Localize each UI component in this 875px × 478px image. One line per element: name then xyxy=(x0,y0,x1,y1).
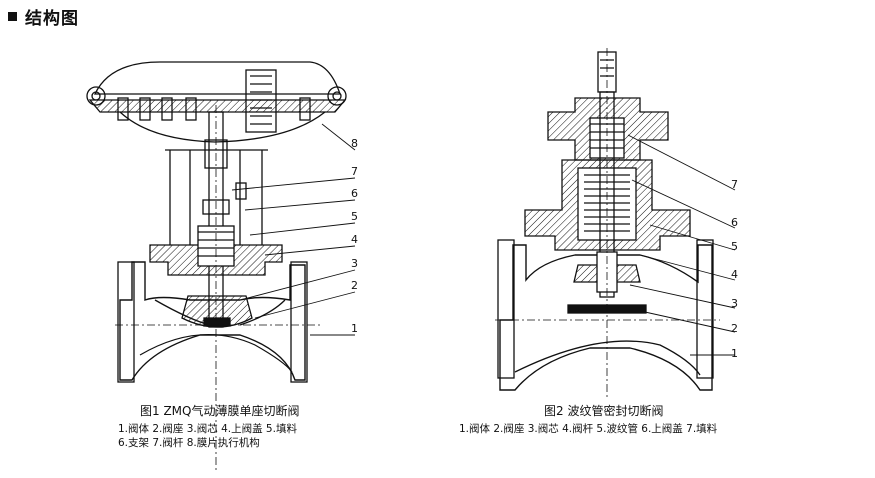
fig1-callout-2: 2 xyxy=(351,279,358,292)
fig1-callout-3: 3 xyxy=(351,257,358,270)
figure2-legend-line1: 1.阀体 2.阀座 3.阀芯 4.阀杆 5.波纹管 6.上阀盖 7.填料 xyxy=(459,423,718,435)
springs xyxy=(245,69,277,133)
yoke xyxy=(165,149,268,245)
fig1-callout-1: 1 xyxy=(351,322,358,335)
fig2-callout-4: 4 xyxy=(731,268,738,281)
fig1-callout-7: 7 xyxy=(351,165,358,178)
figure1-caption: 图1 ZMQ气动薄膜单座切断阀 xyxy=(140,404,300,418)
fig2-valve-body xyxy=(497,239,714,391)
fig2-callout-5: 5 xyxy=(731,240,738,253)
figure1-leaders xyxy=(231,123,356,336)
figure2-leaders xyxy=(627,134,736,356)
actuator-case xyxy=(86,61,347,143)
square-bullet-icon xyxy=(8,12,17,21)
fig2-bonnet xyxy=(524,159,691,251)
fig2-callout-1: 1 xyxy=(731,347,738,360)
fig1-callout-5: 5 xyxy=(351,210,358,223)
figure1-legend-line2: 6.支架 7.阀杆 8.膜片执行机构 xyxy=(118,437,260,449)
fig1-callout-4: 4 xyxy=(351,233,358,246)
figure2-caption: 图2 波纹管密封切断阀 xyxy=(544,404,664,418)
valve-plug xyxy=(181,295,253,328)
section-title: 结构图 xyxy=(25,9,79,29)
fig2-callout-3: 3 xyxy=(731,297,738,310)
centerlines xyxy=(115,105,320,470)
section-header: 结构图 xyxy=(8,4,79,29)
fig1-callout-6: 6 xyxy=(351,187,358,200)
fig2-packing-box xyxy=(547,97,669,161)
fig2-callout-7: 7 xyxy=(731,178,738,191)
figure1-legend-line1: 1.阀体 2.阀座 3.阀芯 4.上阀盖 5.填料 xyxy=(118,423,297,435)
fig1-callout-8: 8 xyxy=(351,137,358,150)
fig2-callout-2: 2 xyxy=(731,322,738,335)
fig2-callout-6: 6 xyxy=(731,216,738,229)
